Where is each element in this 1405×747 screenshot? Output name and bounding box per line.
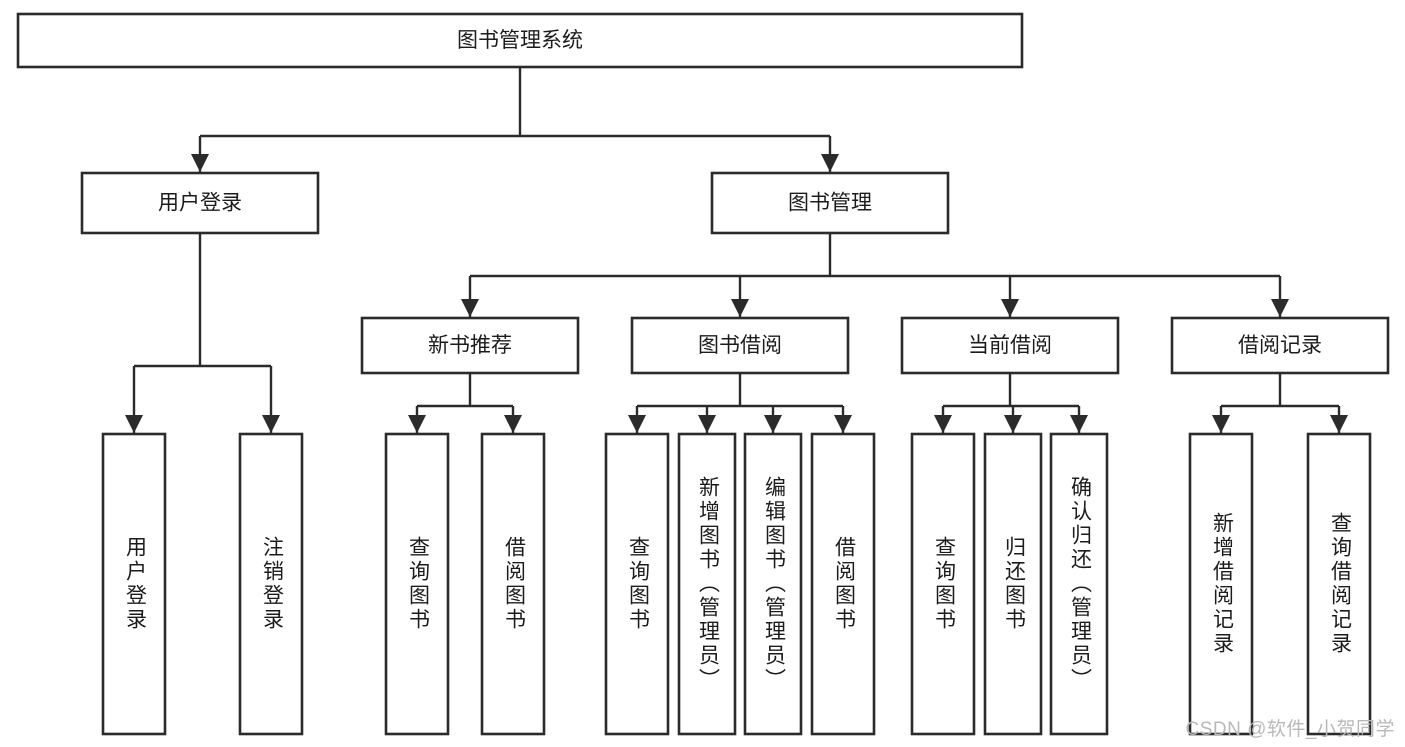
leaf-node-leaf-borrow-book-box[interactable] bbox=[810, 432, 876, 736]
arrow-head-icon bbox=[461, 299, 479, 317]
leaf-node-leaf-rec-query2[interactable] bbox=[1308, 434, 1370, 734]
arrow-head-icon bbox=[504, 415, 522, 433]
arrow-head-icon bbox=[408, 415, 426, 433]
leaf-node-leaf-user-logout-box[interactable] bbox=[238, 432, 304, 736]
level2-node-user-login-label: 用户登录 bbox=[158, 192, 242, 215]
leaf-node-leaf-rec-query-box[interactable] bbox=[384, 432, 450, 736]
watermark: CSDN @软件_小贺同学 bbox=[1185, 719, 1395, 740]
arrow-head-icon bbox=[125, 415, 143, 433]
level3-node-book-borrow-box[interactable] bbox=[630, 316, 850, 375]
leaf-node-leaf-cur-confirm-box[interactable] bbox=[1049, 432, 1109, 736]
level3-node-new-book-rec-box[interactable] bbox=[360, 316, 580, 375]
arrow-head-icon bbox=[628, 415, 646, 433]
leaf-node-leaf-rec-add-box[interactable] bbox=[1188, 432, 1254, 736]
arrow-head-icon bbox=[191, 154, 209, 172]
leaf-node-leaf-rec-query2-box[interactable] bbox=[1306, 432, 1372, 736]
leaf-node-leaf-user-logout[interactable] bbox=[240, 434, 302, 734]
arrow-head-icon bbox=[934, 415, 952, 433]
arrow-head-icon bbox=[1271, 299, 1289, 317]
leaf-node-leaf-borrow-query-box[interactable] bbox=[604, 432, 670, 736]
leaf-node-leaf-cur-query[interactable] bbox=[912, 434, 974, 734]
arrow-head-icon bbox=[1330, 415, 1348, 433]
leaf-node-leaf-user-login-box[interactable] bbox=[101, 432, 167, 736]
leaf-node-leaf-cur-return-box[interactable] bbox=[983, 432, 1043, 736]
leaf-node-leaf-cur-confirm[interactable] bbox=[1051, 434, 1107, 734]
leaf-node-leaf-cur-query-box[interactable] bbox=[910, 432, 976, 736]
level2-node-book-manage-box[interactable] bbox=[710, 171, 950, 235]
leaf-node-leaf-book-edit[interactable] bbox=[745, 434, 801, 734]
level2-node-book-manage-label: 图书管理 bbox=[788, 192, 872, 215]
level2-node-user-login-box[interactable] bbox=[80, 171, 320, 235]
leaf-node-leaf-book-add-box[interactable] bbox=[677, 432, 737, 736]
arrow-head-icon bbox=[731, 299, 749, 317]
arrow-head-icon bbox=[1212, 415, 1230, 433]
arrow-head-icon bbox=[764, 415, 782, 433]
leaf-node-leaf-book-add[interactable] bbox=[679, 434, 735, 734]
level3-node-borrow-record-box[interactable] bbox=[1170, 316, 1390, 375]
leaf-node-leaf-user-login[interactable] bbox=[103, 434, 165, 734]
level3-node-current-borrow-box[interactable] bbox=[900, 316, 1120, 375]
level3-node-borrow-record-label: 借阅记录 bbox=[1238, 334, 1322, 357]
level3-node-new-book-rec-label: 新书推荐 bbox=[428, 334, 512, 357]
arrow-head-icon bbox=[821, 154, 839, 172]
arrow-head-icon bbox=[834, 415, 852, 433]
level3-node-current-borrow-label: 当前借阅 bbox=[968, 334, 1052, 357]
leaf-node-leaf-rec-query[interactable] bbox=[386, 434, 448, 734]
root-node-label: 图书管理系统 bbox=[457, 29, 583, 52]
leaf-node-leaf-borrow-book[interactable] bbox=[812, 434, 874, 734]
arrow-head-icon bbox=[1070, 415, 1088, 433]
arrow-head-icon bbox=[698, 415, 716, 433]
arrow-head-icon bbox=[1004, 415, 1022, 433]
arrow-head-icon bbox=[262, 415, 280, 433]
root-node-box[interactable] bbox=[16, 12, 1024, 69]
level3-node-book-borrow-label: 图书借阅 bbox=[698, 334, 782, 357]
connector-layer bbox=[125, 67, 1348, 433]
leaf-node-leaf-borrow-query[interactable] bbox=[606, 434, 668, 734]
arrow-head-icon bbox=[1001, 299, 1019, 317]
node-box-layer bbox=[16, 12, 1390, 736]
leaf-node-leaf-rec-borrow[interactable] bbox=[482, 434, 544, 734]
leaf-node-leaf-book-edit-box[interactable] bbox=[743, 432, 803, 736]
leaf-node-leaf-rec-add[interactable] bbox=[1190, 434, 1252, 734]
leaf-node-leaf-rec-borrow-box[interactable] bbox=[480, 432, 546, 736]
leaf-node-leaf-cur-return[interactable] bbox=[985, 434, 1041, 734]
